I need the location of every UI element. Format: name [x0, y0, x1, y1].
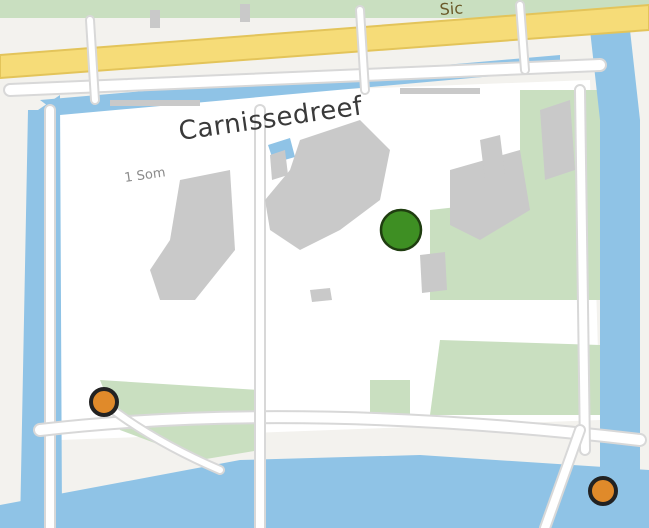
- main-road: [0, 3, 649, 80]
- park-area-top-strip: [0, 0, 649, 18]
- canal-bottom: [0, 455, 649, 528]
- top-road-label: Sic: [439, 0, 464, 19]
- map-marker-main[interactable]: [379, 208, 423, 252]
- map-marker-bottom-right[interactable]: [588, 476, 618, 506]
- map-marker-left[interactable]: [89, 387, 119, 417]
- small-map-label: 1 Som: [123, 165, 166, 186]
- park-area-lower-right: [430, 340, 600, 415]
- buildings: [150, 100, 575, 302]
- canal-right: [590, 30, 640, 528]
- minor-roads: [3, 0, 647, 528]
- park-area-bottom-center: [370, 380, 410, 420]
- top-parking-dashes: [110, 4, 480, 106]
